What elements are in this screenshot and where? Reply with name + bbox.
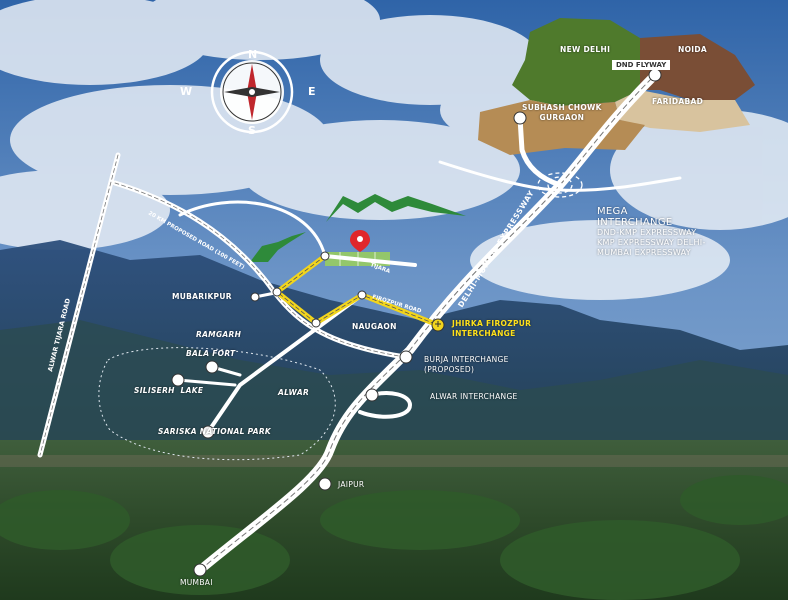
jhirka-interchange-label: JHIRKA FIROZPUR INTERCHANGE — [452, 319, 532, 338]
compass-icon — [210, 50, 294, 134]
mega-interchange-sub: DND-KMP EXPRESSWAY KMP EXPRESSWAY DELHI-… — [597, 228, 706, 257]
mubarikpur-label: MUBARIKPUR — [172, 292, 232, 301]
bala-fort-label: BALA FORT — [186, 349, 236, 358]
compass-south: S — [248, 124, 256, 137]
mumbai-label: MUMBAI — [180, 578, 213, 587]
burja-interchange-label: BURJA INTERCHANGE (PROPOSED) — [424, 355, 509, 374]
dnd-flyway-badge: DND FLYWAY — [612, 60, 671, 70]
alwar-interchange-label: ALWAR INTERCHANGE — [430, 392, 518, 401]
mega-interchange-box: MEGA INTERCHANGE DND-KMP EXPRESSWAY KMP … — [597, 206, 706, 258]
naugaon-label: NAUGAON — [352, 322, 397, 331]
gurgaon-label: SUBHASH CHOWK GURGAON — [522, 103, 602, 122]
new-delhi-label: NEW DELHI — [560, 45, 611, 54]
noida-label: NOIDA — [678, 45, 707, 54]
siliserh-lake-label: SILISERH LAKE — [134, 386, 204, 395]
alwar-label: ALWAR — [278, 388, 310, 397]
faridabad-label: FARIDABAD — [652, 97, 704, 106]
ramgarh-label: RAMGARH — [196, 330, 242, 339]
compass-north: N — [248, 48, 258, 61]
compass-west: W — [180, 85, 193, 98]
jaipur-label: JAIPUR — [338, 480, 365, 489]
sariska-label: SARISKA NATIONAL PARK — [158, 427, 272, 436]
location-pin-icon — [350, 230, 370, 252]
mega-interchange-title: MEGA INTERCHANGE — [597, 206, 673, 228]
compass-east: E — [308, 85, 316, 98]
